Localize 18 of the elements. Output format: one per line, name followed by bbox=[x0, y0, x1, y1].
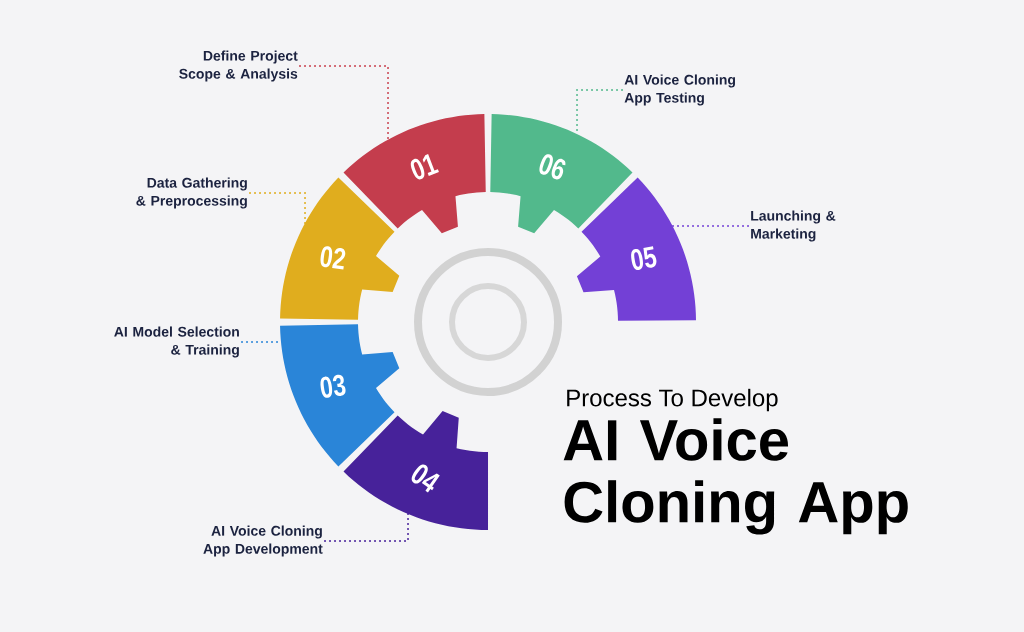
title: AI Voice Cloning App bbox=[563, 418, 908, 535]
gear-segment: 04 bbox=[343, 411, 488, 530]
step-label: Define Project Scope & Analysis bbox=[179, 50, 298, 82]
leader-line bbox=[249, 192, 306, 225]
subtitle: Process To Develop bbox=[567, 388, 778, 412]
step-label: Launching & Marketing bbox=[751, 210, 836, 242]
gear-segment: 06 bbox=[490, 114, 633, 234]
step-label: Data Gathering & Preprocessing bbox=[136, 177, 247, 209]
gear-segment: 01 bbox=[343, 114, 486, 234]
gear-segment: 02 bbox=[280, 177, 400, 320]
gear-segment: 03 bbox=[280, 324, 400, 467]
step-label: AI Voice Cloning App Development bbox=[203, 525, 323, 557]
leader-line bbox=[324, 513, 409, 542]
step-label: AI Voice Cloning App Testing bbox=[624, 74, 736, 106]
gear-segment: 05 bbox=[576, 177, 696, 321]
leader-line bbox=[671, 225, 749, 227]
leader-line bbox=[299, 65, 389, 141]
step-label: AI Model Selection & Training bbox=[114, 326, 239, 358]
